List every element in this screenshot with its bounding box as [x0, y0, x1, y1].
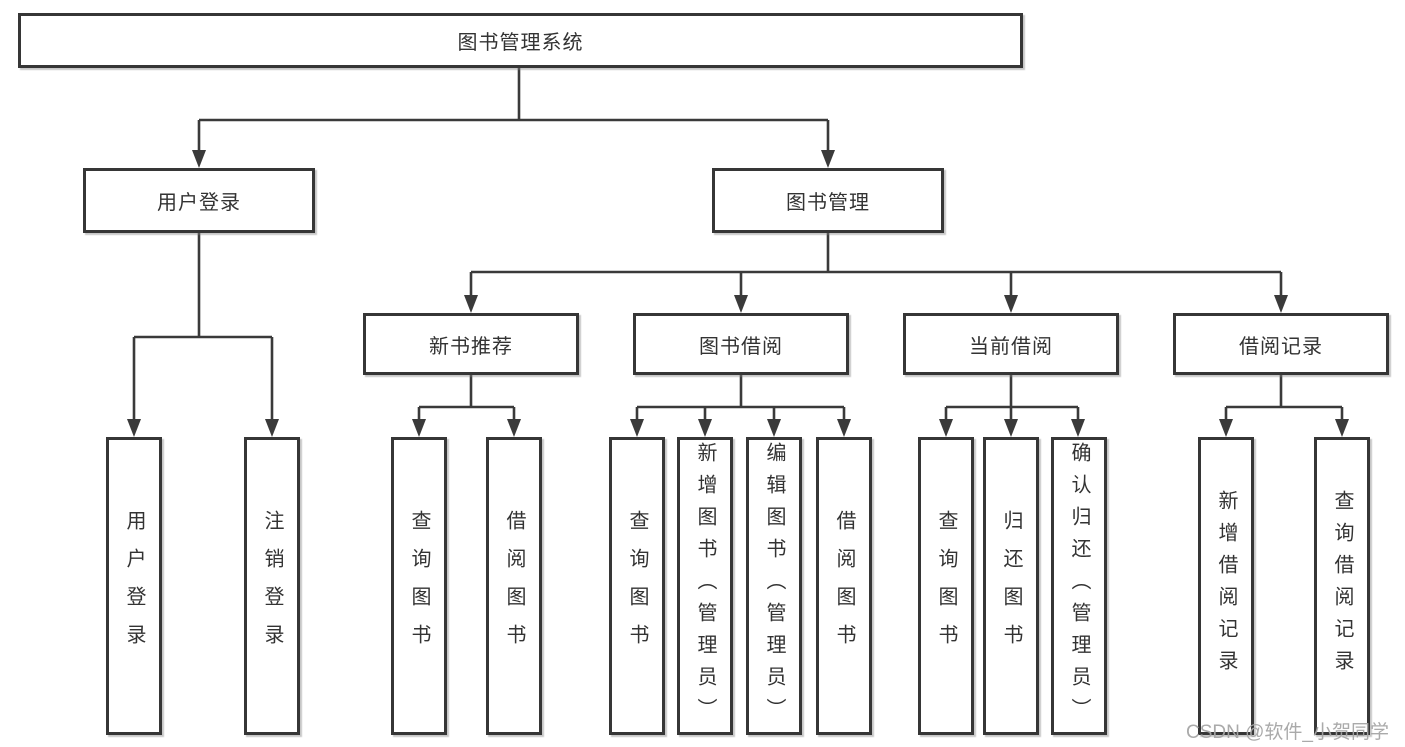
arrow-down-icon — [1004, 419, 1018, 437]
arrow-down-icon — [630, 419, 644, 437]
leaf-return-books-label: 归还图书 — [1000, 510, 1022, 662]
node-library-system-label: 图书管理系统 — [457, 32, 584, 54]
leaf-add-books-admin: 新增图书（管理员） — [677, 437, 733, 735]
leaf-confirm-return-admin-label: 确认归还（管理员） — [1068, 442, 1090, 730]
node-book-management-label: 图书管理 — [786, 192, 870, 214]
leaf-user-login-label: 用户登录 — [123, 510, 145, 662]
leaf-add-borrow-record-label: 新增借阅记录 — [1215, 490, 1237, 682]
leaf-query-books-current-label: 查询图书 — [935, 510, 957, 662]
leaf-query-books-recommend-label: 查询图书 — [408, 510, 430, 662]
arrow-down-icon — [1004, 295, 1018, 313]
leaf-add-borrow-record: 新增借阅记录 — [1198, 437, 1254, 735]
leaf-query-books-current: 查询图书 — [918, 437, 974, 735]
arrow-down-icon — [767, 419, 781, 437]
arrow-down-icon — [412, 419, 426, 437]
arrow-down-icon — [821, 150, 835, 168]
node-new-book-recommend: 新书推荐 — [363, 313, 579, 375]
leaf-edit-books-admin-label: 编辑图书（管理员） — [763, 442, 785, 730]
leaf-query-books-borrow: 查询图书 — [609, 437, 665, 735]
connector-currentborrow-children — [944, 375, 1080, 421]
node-library-system: 图书管理系统 — [18, 13, 1023, 68]
leaf-logout: 注销登录 — [244, 437, 300, 735]
arrow-down-icon — [127, 419, 141, 437]
node-book-management: 图书管理 — [712, 168, 944, 233]
arrow-down-icon — [939, 419, 953, 437]
arrow-down-icon — [1071, 419, 1085, 437]
node-book-borrow: 图书借阅 — [633, 313, 849, 375]
leaf-return-books: 归还图书 — [983, 437, 1039, 735]
arrow-down-icon — [507, 419, 521, 437]
node-current-borrow-label: 当前借阅 — [969, 335, 1053, 358]
leaf-borrow-books-recommend-label: 借阅图书 — [503, 510, 525, 662]
watermark-text: CSDN @软件_小贺同学 — [1186, 722, 1389, 743]
arrowheads — [127, 150, 1349, 437]
arrow-down-icon — [1274, 295, 1288, 313]
leaf-query-borrow-record-label: 查询借阅记录 — [1331, 490, 1353, 682]
connector-paths — [132, 68, 1344, 421]
connector-borrowrecords-children — [1224, 375, 1344, 421]
node-current-borrow: 当前借阅 — [903, 313, 1119, 375]
connector-newbook-children — [417, 375, 516, 421]
node-user-login: 用户登录 — [83, 168, 315, 233]
node-borrow-records: 借阅记录 — [1173, 313, 1389, 375]
arrow-down-icon — [265, 419, 279, 437]
leaf-edit-books-admin: 编辑图书（管理员） — [746, 437, 802, 735]
connector-bookmgmt-children — [469, 233, 1283, 297]
arrow-down-icon — [734, 295, 748, 313]
leaf-query-borrow-record: 查询借阅记录 — [1314, 437, 1370, 735]
leaf-add-books-admin-label: 新增图书（管理员） — [694, 442, 716, 730]
arrow-down-icon — [698, 419, 712, 437]
leaf-confirm-return-admin: 确认归还（管理员） — [1051, 437, 1107, 735]
leaf-borrow-books-label: 借阅图书 — [833, 510, 855, 662]
leaf-logout-label: 注销登录 — [261, 510, 283, 662]
node-new-book-recommend-label: 新书推荐 — [429, 335, 513, 358]
leaf-user-login: 用户登录 — [106, 437, 162, 735]
arrow-down-icon — [1335, 419, 1349, 437]
connector-root-to-level2 — [197, 68, 830, 152]
arrow-down-icon — [464, 295, 478, 313]
arrow-down-icon — [1219, 419, 1233, 437]
node-borrow-records-label: 借阅记录 — [1239, 335, 1323, 358]
leaf-query-books-recommend: 查询图书 — [391, 437, 447, 735]
leaf-borrow-books: 借阅图书 — [816, 437, 872, 735]
connector-bookborrow-children — [635, 375, 846, 421]
leaf-query-books-borrow-label: 查询图书 — [626, 510, 648, 662]
arrow-down-icon — [192, 150, 206, 168]
leaf-borrow-books-recommend: 借阅图书 — [486, 437, 542, 735]
node-user-login-label: 用户登录 — [157, 192, 241, 214]
node-book-borrow-label: 图书借阅 — [699, 335, 783, 358]
arrow-down-icon — [837, 419, 851, 437]
connector-userlogin-children — [132, 233, 274, 421]
